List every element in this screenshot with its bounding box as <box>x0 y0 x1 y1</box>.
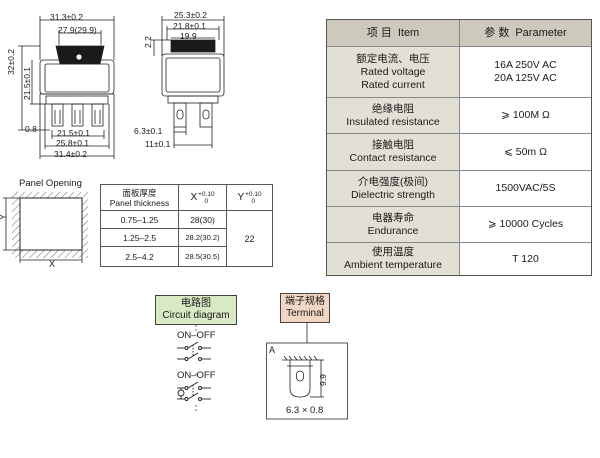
spec-value-temperature: T 120 <box>460 243 591 275</box>
panel-thickness-table: 面板厚度 Panel thickness X +0.10 0 Y +0.10 0… <box>100 184 273 267</box>
spec-item-rated: 额定电流、电压 Rated voltage Rated current <box>327 47 460 97</box>
spec-item-insulation: 绝缘电阻 Insulated resistance <box>327 98 460 133</box>
spec-item-temperature: 使用温度 Ambient temperature <box>327 243 460 275</box>
terminal-dim-size: 6.3 × 0.8 <box>286 405 324 416</box>
circuit-label-1: ON–OFF <box>177 330 216 341</box>
panel-x-label: X <box>49 259 56 269</box>
panel-y-label: Y <box>0 214 8 220</box>
side-dim-bottom-2: 11±0.1 <box>145 139 171 149</box>
x-row-2: 28.2(30.2) <box>179 229 227 247</box>
side-dim-top-3: 19.9 <box>180 31 197 41</box>
front-dim-height-inner: 21.5±0.1 <box>22 66 32 100</box>
spec-item-endurance: 电器寿命 Endurance <box>327 207 460 242</box>
side-dim-bottom-1: 6.3±0.1 <box>134 126 163 136</box>
front-view-drawing <box>18 16 115 159</box>
terminal-title: 端子规格 Terminal <box>280 293 330 323</box>
side-dim-left: 2.2 <box>143 36 153 48</box>
terminal-corner-label: A <box>269 345 276 355</box>
spec-value-dielectric: 1500VAC/5S <box>460 171 591 206</box>
circuit-diagram-title: 电路图 Circuit diagram <box>155 295 237 325</box>
spec-row-contact: 接触电阻 Contact resistance ⩽ 50m Ω <box>327 133 591 170</box>
spec-item-contact: 接触电阻 Contact resistance <box>327 134 460 170</box>
spec-value-contact: ⩽ 50m Ω <box>460 134 591 170</box>
spec-row-temperature: 使用温度 Ambient temperature T 120 <box>327 242 591 275</box>
x-row-3: 28.5(30.5) <box>179 247 227 266</box>
side-view-drawing <box>151 16 225 148</box>
front-dim-top: 31.3±0.2 <box>50 12 84 22</box>
front-dim-bottom-1: 21.5±0.1 <box>57 128 91 138</box>
front-dim-offset: 0.8 <box>25 124 37 134</box>
thickness-row-1: 0.75–1.25 <box>101 211 179 229</box>
circuit-label-2: ON–OFF <box>177 370 216 381</box>
y-header: Y +0.10 0 <box>227 185 272 211</box>
thickness-row-2: 1.25–2.5 <box>101 229 179 247</box>
x-row-1: 28(30) <box>179 211 227 229</box>
side-dim-top-2: 21.8±0.1 <box>173 21 207 31</box>
spec-row-rated: 额定电流、电压 Rated voltage Rated current 16A … <box>327 46 591 97</box>
thickness-row-3: 2.5–4.2 <box>101 247 179 266</box>
circuit-diagram-graphic <box>177 325 211 413</box>
front-dim-bottom-2: 25.8±0.1 <box>56 138 90 148</box>
side-dim-top-1: 25.3±0.2 <box>174 10 208 20</box>
spec-row-endurance: 电器寿命 Endurance ⩾ 10000 Cycles <box>327 206 591 242</box>
terminal-dim-height: 9.9 <box>318 374 328 386</box>
y-value: 22 <box>244 233 255 244</box>
spec-value-insulation: ⩾ 100M Ω <box>460 98 591 133</box>
front-dim-height-outer: 32±0.2 <box>6 49 16 75</box>
front-dim-inner: 27.9(29.9) <box>58 25 97 35</box>
spec-value-rated: 16A 250V AC 20A 125V AC <box>460 47 591 97</box>
spec-item-dielectric: 介电强度(极间) Dielectric strength <box>327 171 460 206</box>
spec-row-dielectric: 介电强度(极间) Dielectric strength 1500VAC/5S <box>327 170 591 206</box>
spec-row-insulation: 绝缘电阻 Insulated resistance ⩾ 100M Ω <box>327 97 591 133</box>
panel-opening-drawing <box>3 192 88 263</box>
thickness-header: 面板厚度 Panel thickness <box>101 185 179 211</box>
spec-value-endurance: ⩾ 10000 Cycles <box>460 207 591 242</box>
panel-opening-title: Panel Opening <box>19 178 82 189</box>
front-dim-bottom-3: 31.4±0.2 <box>54 149 88 159</box>
terminal-drawing <box>266 323 348 420</box>
x-header: X +0.10 0 <box>179 185 227 211</box>
